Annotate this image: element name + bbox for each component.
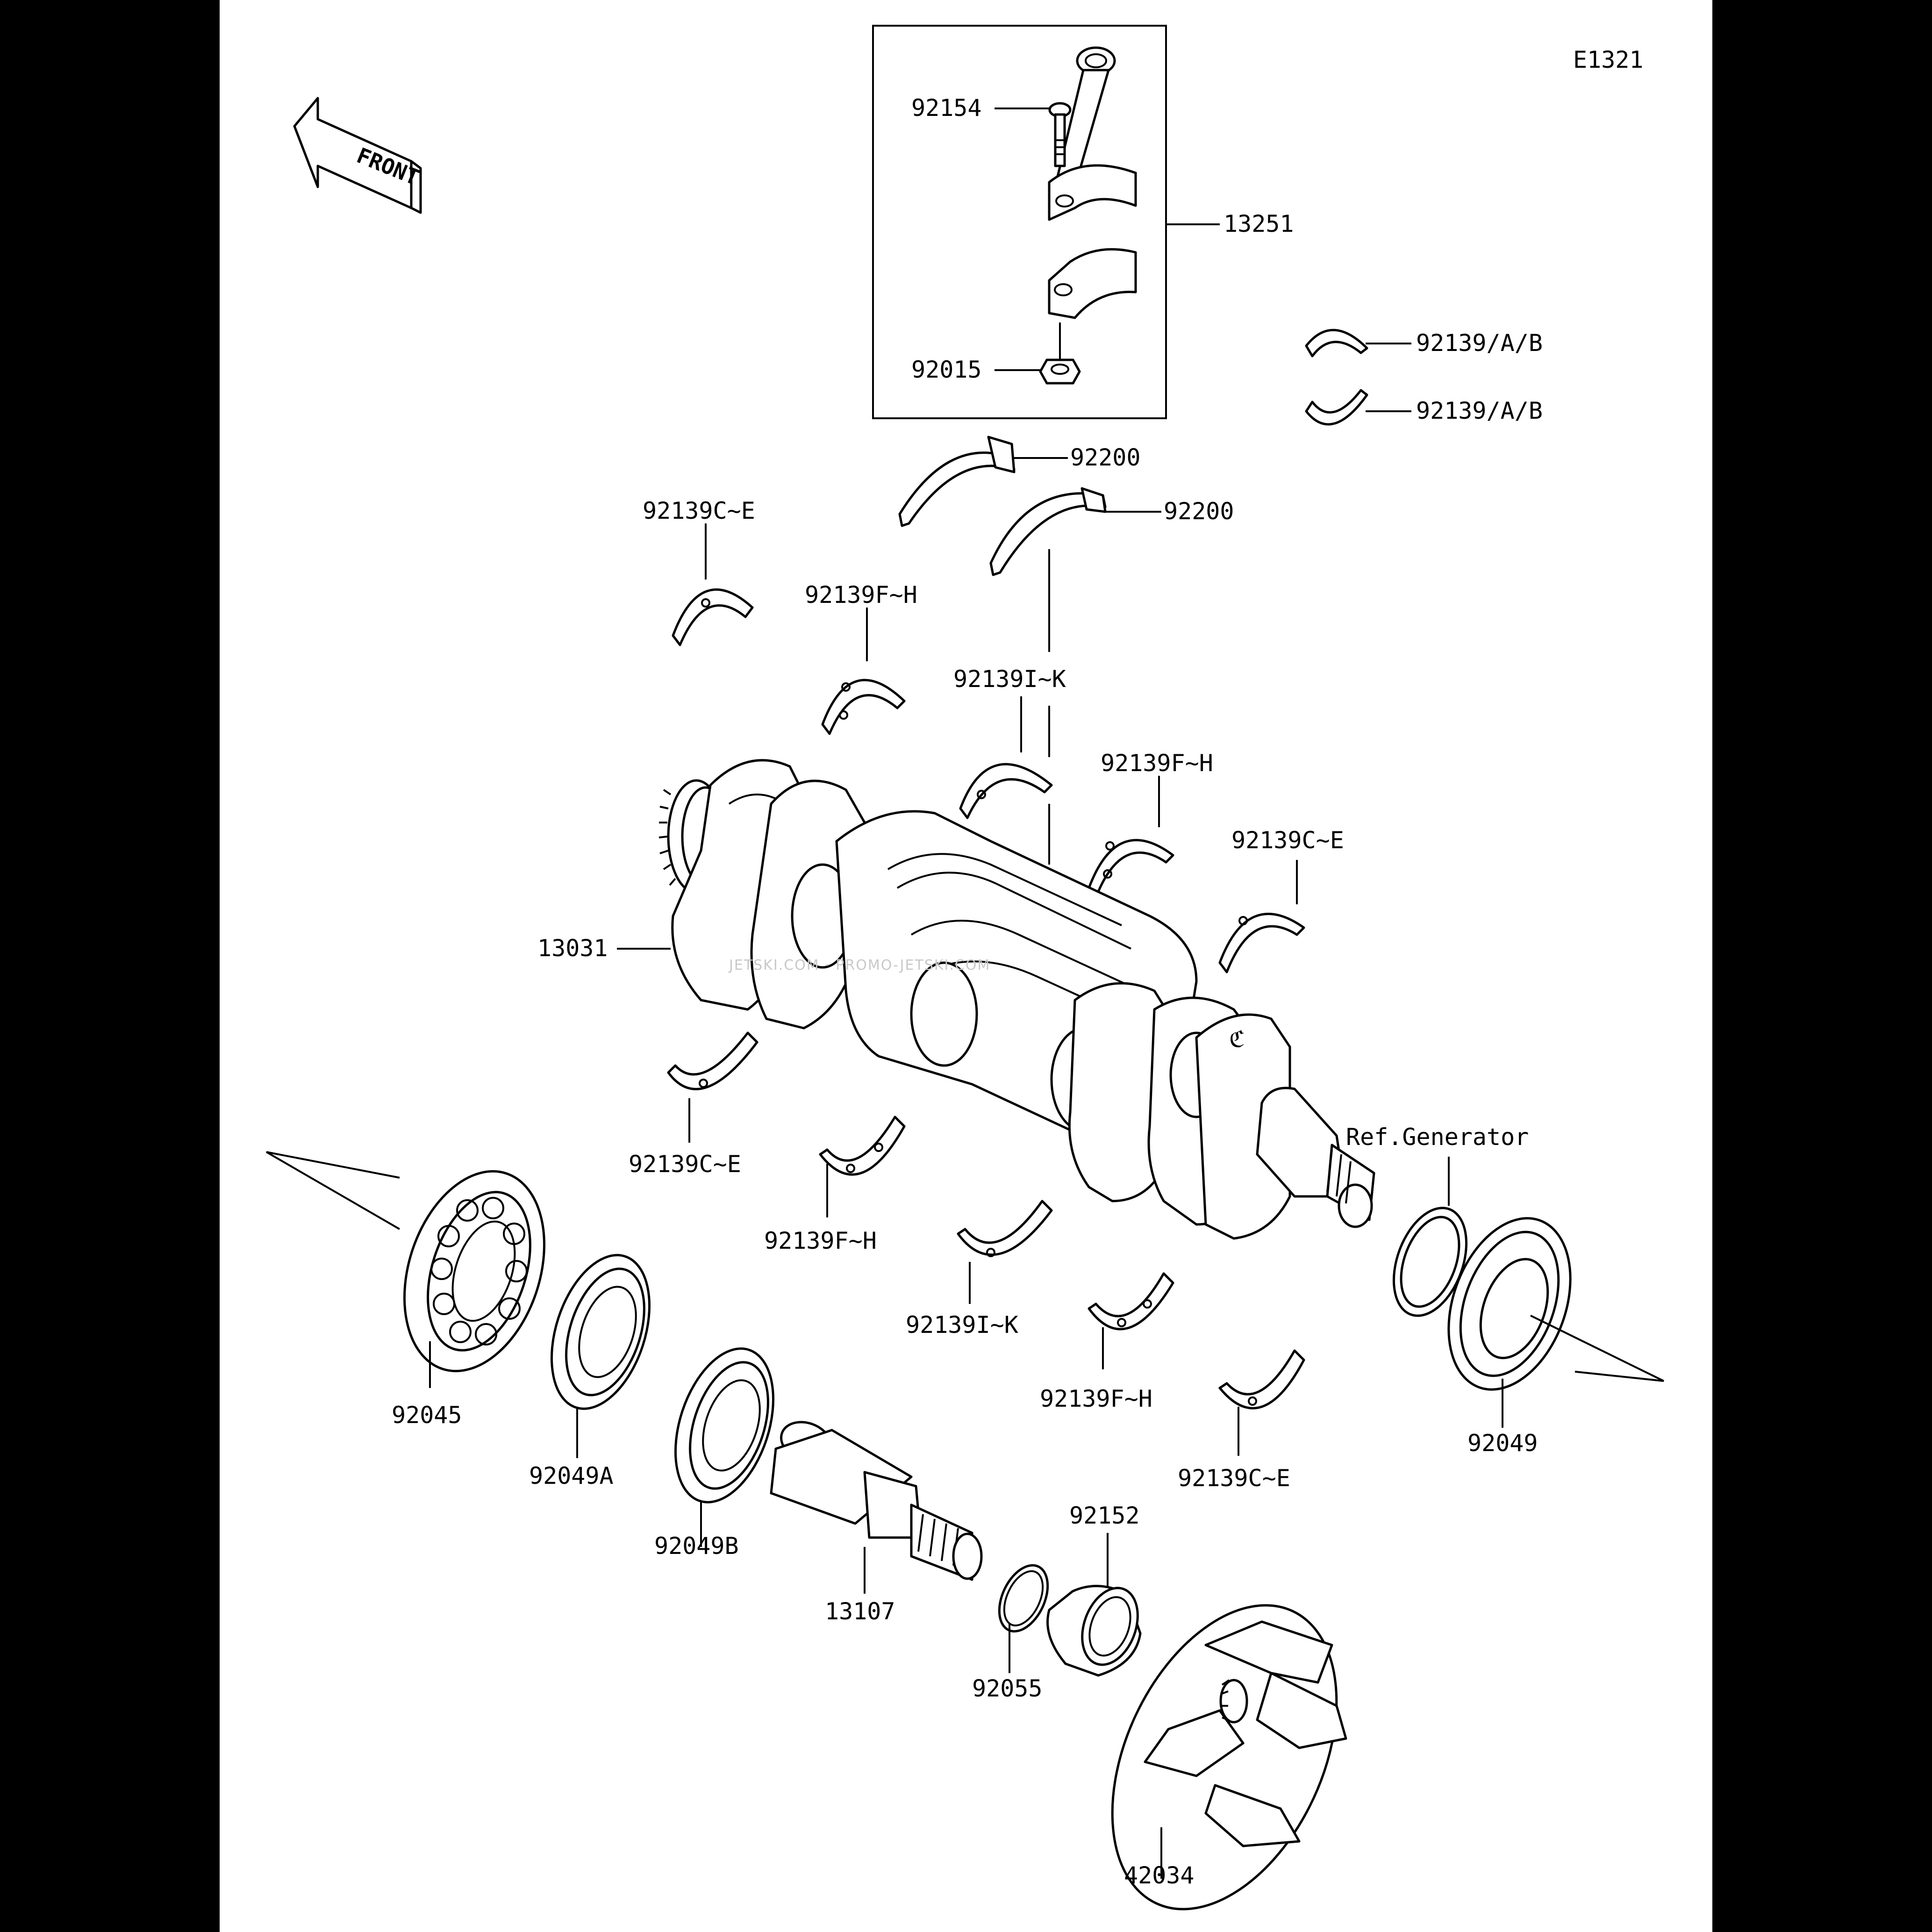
label-92139ce-2: 92139C~E (1231, 827, 1344, 854)
label-92154: 92154 (911, 94, 982, 122)
label-92045: 92045 (392, 1402, 462, 1429)
main-bearing-upper-ce-2 (1218, 913, 1305, 973)
drive-shaft-13107 (770, 1421, 983, 1581)
main-bearing-upper-fh-1 (821, 679, 906, 735)
watermark: JETSKI.COM · PROMO-JETSKI.COM (728, 957, 990, 973)
oil-seal-92049a (550, 1254, 651, 1410)
label-92139fh-3: 92139F~H (764, 1227, 877, 1254)
front-arrow: FRONT (293, 97, 423, 214)
connecting-rod-assembly (872, 25, 1220, 419)
label-92049b: 92049B (654, 1532, 739, 1560)
thrust-washer-1 (898, 436, 1016, 527)
label-13031: 13031 (537, 935, 608, 962)
rod-bearing-lower (1305, 389, 1368, 426)
thrust-washer-2 (989, 487, 1107, 576)
connecting-rod (1048, 46, 1137, 221)
crank-logo-glyph: ℭ (1229, 1026, 1245, 1052)
label-92139fh-2: 92139F~H (1101, 750, 1213, 777)
label-92139fh-1: 92139F~H (805, 581, 917, 608)
label-42034: 42034 (1124, 1862, 1195, 1889)
rod-nut (1039, 358, 1081, 385)
assembly-box (872, 25, 1167, 419)
collar-92152 (1046, 1585, 1142, 1677)
label-92139ce-3: 92139C~E (629, 1151, 741, 1178)
crankshaft: ℭ (658, 759, 1375, 1240)
rod-bolt (1048, 102, 1072, 167)
generator-ring (1392, 1207, 1468, 1317)
oil-seal-92049 (1447, 1217, 1572, 1391)
label-92152: 92152 (1069, 1502, 1140, 1529)
label-92055: 92055 (972, 1675, 1043, 1702)
label-13107: 13107 (825, 1598, 895, 1625)
label-92139ik-1: 92139I~K (953, 665, 1066, 693)
coupling-42034 (1111, 1604, 1347, 1911)
label-92200-2: 92200 (1164, 498, 1234, 525)
label-92200-1: 92200 (1070, 444, 1141, 471)
main-bearing-upper-ce-1 (672, 588, 754, 646)
label-92139ce-1: 92139C~E (643, 497, 755, 524)
oil-seal-92049b (674, 1347, 775, 1503)
ball-bearing-92045 (403, 1170, 545, 1373)
rod-cap (1048, 248, 1137, 319)
o-ring-92055 (998, 1564, 1049, 1633)
label-92139fh-4: 92139F~H (1040, 1385, 1152, 1412)
label-92139ik-2: 92139I~K (906, 1311, 1018, 1338)
label-92139ab-2: 92139/A/B (1416, 397, 1543, 424)
rod-bearing-upper (1305, 329, 1368, 358)
label-92049a: 92049A (529, 1462, 614, 1489)
main-bearing-lower-fh-3 (819, 1116, 906, 1176)
main-bearing-lower-ce-3 (667, 1031, 758, 1090)
label-92049: 92049 (1467, 1430, 1538, 1457)
label-92139ab-1: 92139/A/B (1416, 329, 1543, 357)
label-ref-generator: Ref.Generator (1346, 1123, 1529, 1151)
diagram-code: E1321 (1573, 46, 1644, 73)
main-bearing-lower-ik-2 (957, 1200, 1053, 1257)
main-bearing-lower-ce-4 (1218, 1349, 1305, 1410)
main-bearing-upper-ik-1 (959, 763, 1053, 819)
label-92015: 92015 (911, 356, 982, 383)
label-13251: 13251 (1224, 210, 1294, 237)
main-bearing-upper-fh-2 (1088, 839, 1174, 899)
main-bearing-lower-fh-4 (1088, 1272, 1174, 1331)
label-92139ce-4: 92139C~E (1178, 1465, 1290, 1492)
